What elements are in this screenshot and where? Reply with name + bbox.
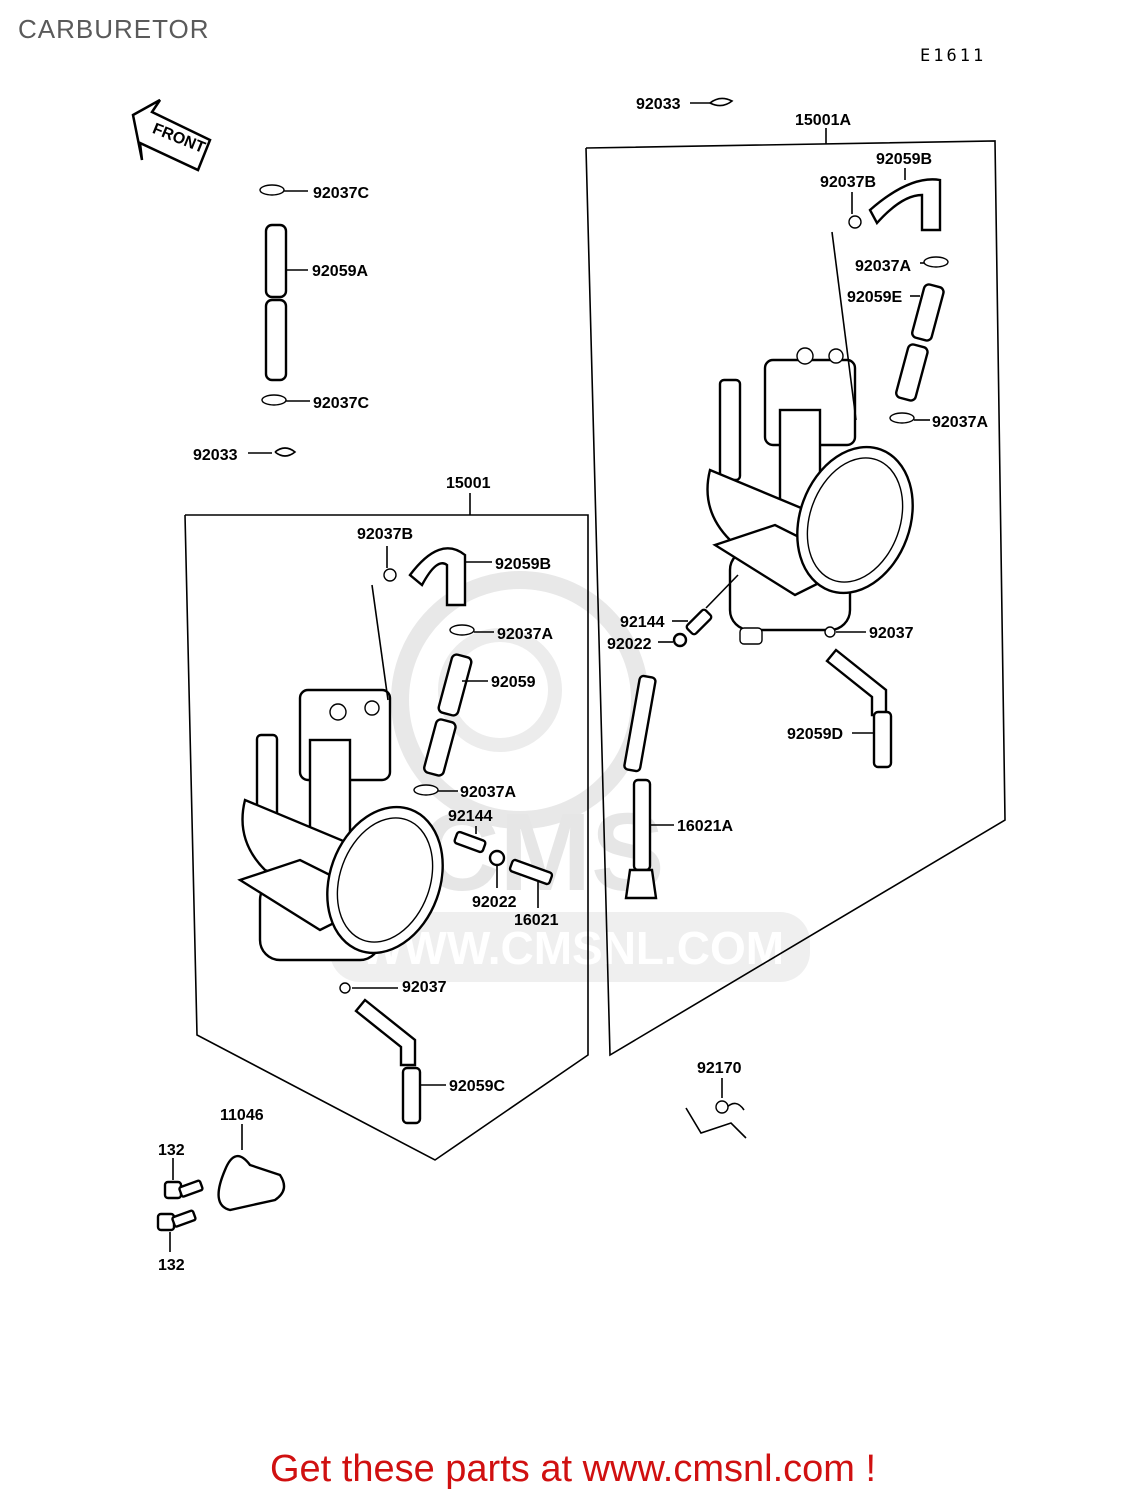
label-92037B-right: 92037B bbox=[820, 174, 876, 191]
part-labels: 92033 92037C 92059A 92037C 92033 15001 9… bbox=[158, 96, 988, 1274]
label-11046: 11046 bbox=[220, 1107, 264, 1124]
label-92059A: 92059A bbox=[312, 263, 368, 280]
clip-92033-left bbox=[248, 447, 297, 457]
label-92037A-left-bottom: 92037A bbox=[460, 784, 516, 801]
label-92059B-right: 92059B bbox=[876, 151, 932, 168]
assembly-box-15001A bbox=[585, 128, 1006, 1057]
label-92033-top: 92033 bbox=[636, 96, 681, 113]
label-92037-left: 92037 bbox=[402, 979, 447, 996]
label-92022-right: 92022 bbox=[607, 636, 652, 653]
carburetor-body-left bbox=[237, 584, 444, 962]
label-92037B-left: 92037B bbox=[357, 526, 413, 543]
hose-92059A bbox=[264, 223, 308, 382]
fitting-16021 bbox=[508, 858, 554, 908]
carburetor-exploded-diagram: CMS WWW.CMSNL.COM FRONT bbox=[131, 96, 1006, 1274]
washer-92022-left bbox=[488, 849, 506, 888]
label-16021: 16021 bbox=[514, 912, 559, 929]
clamp-92037C-bottom bbox=[261, 394, 310, 406]
hose-92059B-left bbox=[408, 547, 492, 607]
plate-11046 bbox=[217, 1124, 286, 1212]
fitting-16021A bbox=[623, 674, 674, 900]
promo-link[interactable]: Get these parts at www.cmsnl.com ! bbox=[269, 1448, 877, 1490]
front-arrow-icon: FRONT bbox=[131, 98, 212, 172]
diagram-ref-code: E1611 bbox=[920, 46, 987, 66]
carburetor-body-right bbox=[706, 231, 914, 645]
clamp-92037A-right-bottom bbox=[889, 412, 930, 424]
watermark-logo: CMS bbox=[420, 791, 664, 914]
label-92037C-top: 92037C bbox=[313, 185, 369, 202]
clamp-92037-right bbox=[824, 626, 866, 638]
hose-92059B-right bbox=[868, 168, 942, 232]
bolt-132-bottom bbox=[156, 1209, 197, 1252]
label-92059B-left: 92059B bbox=[495, 556, 551, 573]
label-92033-left: 92033 bbox=[193, 447, 238, 464]
clamp-92037C-top bbox=[259, 184, 308, 196]
washer-92022-right bbox=[658, 632, 688, 648]
label-132-bottom: 132 bbox=[158, 1257, 185, 1274]
hose-92059E bbox=[895, 283, 945, 402]
label-assembly-15001A: 15001A bbox=[795, 112, 851, 129]
clamp-92037B-left bbox=[383, 546, 397, 582]
watermark-url: WWW.CMSNL.COM bbox=[360, 922, 784, 974]
screw-92144-right bbox=[672, 574, 739, 636]
hose-92059-left bbox=[423, 653, 488, 777]
label-92037A-right-bottom: 92037A bbox=[932, 414, 988, 431]
label-132-top: 132 bbox=[158, 1142, 185, 1159]
label-92037-right: 92037 bbox=[869, 625, 914, 642]
label-assembly-15001: 15001 bbox=[446, 475, 491, 492]
label-92022-left: 92022 bbox=[472, 894, 517, 911]
label-92144-right: 92144 bbox=[620, 614, 665, 631]
clamp-92037A-left-bottom bbox=[413, 784, 458, 796]
hose-92059C bbox=[354, 998, 446, 1125]
label-92059D: 92059D bbox=[787, 726, 843, 743]
clamp-92037B-right bbox=[848, 192, 862, 229]
clamp-92037-left bbox=[339, 982, 398, 994]
label-92059C: 92059C bbox=[449, 1078, 505, 1095]
label-92059-left: 92059 bbox=[491, 674, 536, 691]
label-92170: 92170 bbox=[697, 1060, 742, 1077]
assembly-box-15001 bbox=[184, 493, 589, 1161]
label-16021A: 16021A bbox=[677, 818, 733, 835]
clamp-92037A-left-top bbox=[449, 624, 494, 636]
page-title: CARBURETOR bbox=[18, 14, 210, 44]
label-92144-left: 92144 bbox=[448, 808, 493, 825]
bolt-132-top bbox=[163, 1158, 204, 1200]
clamp-92037A-right-top bbox=[920, 256, 949, 268]
clip-92033-top bbox=[690, 97, 734, 107]
hose-92059D bbox=[825, 648, 893, 769]
bracket-92170 bbox=[685, 1078, 747, 1139]
screw-92144-left bbox=[453, 826, 487, 854]
label-92037A-right-top: 92037A bbox=[855, 258, 911, 275]
label-92037C-bottom: 92037C bbox=[313, 395, 369, 412]
label-92059E: 92059E bbox=[847, 289, 902, 306]
label-92037A-left-top: 92037A bbox=[497, 626, 553, 643]
